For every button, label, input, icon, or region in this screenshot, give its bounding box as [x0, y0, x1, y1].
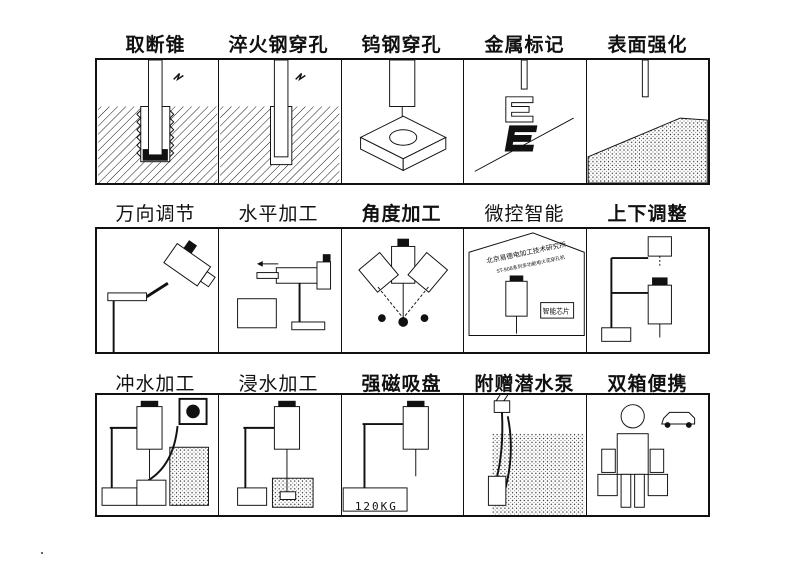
label-immersion-machining: 浸水加工 — [238, 373, 319, 395]
dual-case-portable-illustration — [597, 404, 695, 508]
cell-micro-control: 北京易德电加工技术研究所 ST-908系列多功能电火花穿孔机 智能芯片 — [464, 229, 587, 352]
label-hardened-steel-drilling: 淬火钢穿孔 — [228, 34, 329, 56]
hardened-drilling-illustration — [220, 60, 340, 183]
micro-control-illustration: 北京易德电加工技术研究所 ST-908系列多功能电火花穿孔机 智能芯片 — [468, 232, 585, 337]
label-universal-adjust: 万向调节 — [115, 203, 196, 225]
scan-speck — [41, 552, 43, 554]
label-metal-marking: 金属标记 — [484, 34, 565, 56]
free-pump-illustration — [488, 395, 585, 515]
label-magnetic-chuck: 强磁吸盘 — [361, 373, 442, 395]
cell-horizontal-machining — [219, 229, 342, 352]
horizontal-machining-illustration — [237, 254, 332, 331]
cell-universal-adjust — [97, 229, 220, 352]
metal-marking-illustration — [474, 60, 575, 172]
label-break-tap: 取断锥 — [125, 34, 186, 56]
label-surface-hardening: 表面强化 — [607, 34, 688, 56]
vertical-adjust-illustration — [600, 236, 672, 342]
universal-adjust-illustration — [107, 240, 216, 352]
cell-flush-machining — [97, 395, 220, 515]
cell-vertical-adjust — [587, 229, 708, 352]
cell-surface-hardening — [587, 60, 708, 183]
feature-row-2: 北京易德电加工技术研究所 ST-908系列多功能电火花穿孔机 智能芯片 — [95, 227, 710, 354]
flush-machining-illustration — [101, 397, 209, 506]
cell-hardened-steel-drilling — [219, 60, 342, 183]
surface-hardening-illustration — [587, 60, 708, 183]
angle-machining-illustration — [358, 238, 448, 327]
magnetic-chuck-illustration — [342, 400, 429, 512]
cell-metal-marking — [464, 60, 587, 183]
label-free-pump: 附赠潜水泵 — [474, 373, 575, 395]
cell-dual-case-portable — [587, 395, 708, 515]
label-vertical-adjust: 上下调整 — [607, 203, 688, 225]
cell-magnetic-chuck: 120KG — [342, 395, 465, 515]
cell-immersion-machining — [219, 395, 342, 515]
magnet-weight-tag: 120KG — [354, 500, 398, 513]
chip-label: 智能芯片 — [543, 306, 570, 315]
cell-break-tap — [97, 60, 220, 183]
feature-row-3: 120KG — [95, 393, 710, 517]
cell-free-pump — [464, 395, 587, 515]
label-tungsten-drilling: 钨钢穿孔 — [361, 34, 442, 56]
label-dual-case-portable: 双箱便携 — [607, 373, 688, 395]
label-micro-control: 微控智能 — [484, 203, 565, 225]
label-horizontal-machining: 水平加工 — [238, 203, 319, 225]
immersion-machining-illustration — [237, 400, 314, 508]
cell-tungsten-drilling — [342, 60, 465, 183]
cell-angle-machining — [342, 229, 465, 352]
tungsten-drilling-illustration — [359, 60, 447, 172]
feature-row-1 — [95, 58, 710, 185]
label-flush-machining: 冲水加工 — [115, 373, 196, 395]
break-tap-illustration — [98, 60, 218, 183]
label-angle-machining: 角度加工 — [361, 203, 442, 225]
